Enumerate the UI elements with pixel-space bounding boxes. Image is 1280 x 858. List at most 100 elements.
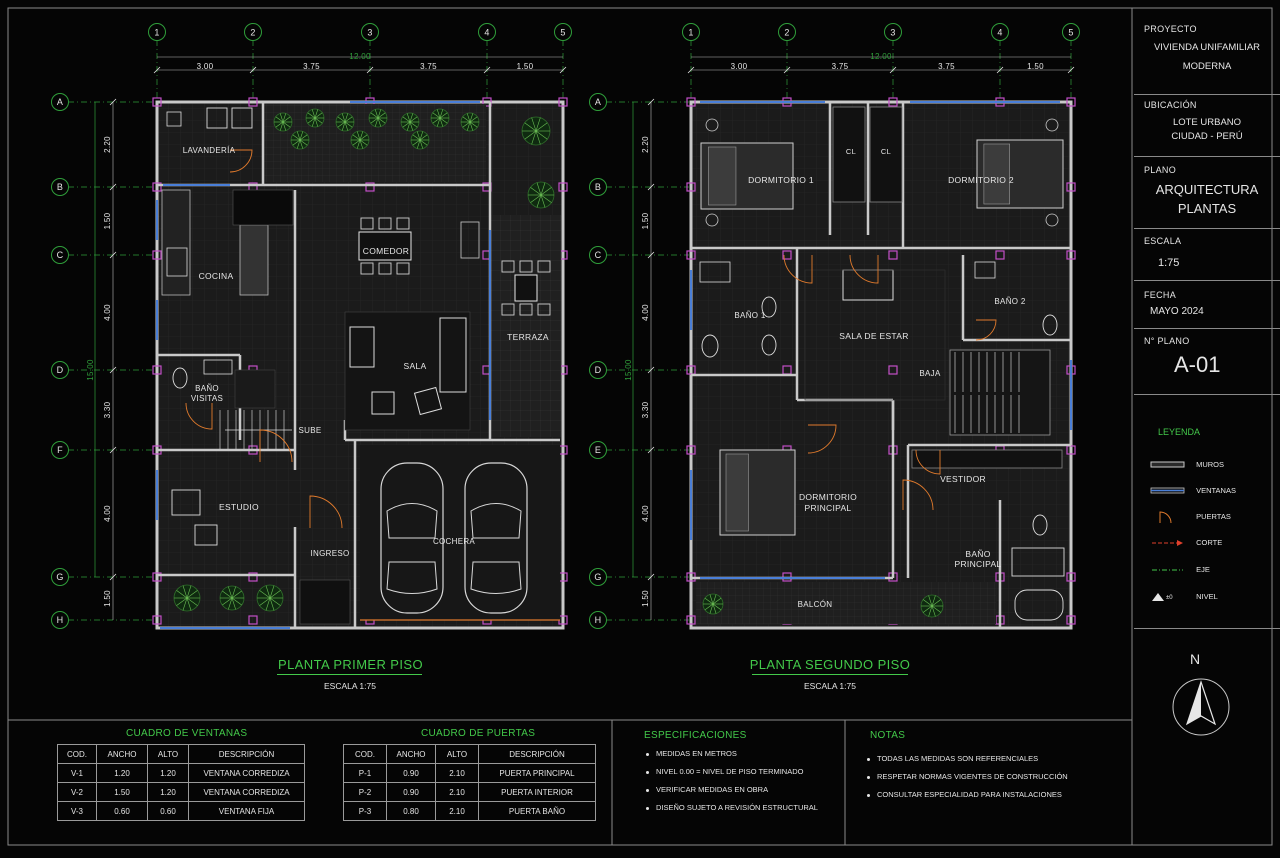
door-icon (309, 495, 343, 529)
tb-plano-label: PLANO (1144, 165, 1177, 175)
stove-icon (166, 247, 188, 277)
dim-total-height: 15.00 (86, 359, 95, 381)
room-label-cochera: COCHERA (433, 537, 475, 546)
tb-proyecto: PROYECTO VIVIENDA UNIFAMILIAR MODERNA (1134, 10, 1280, 95)
door-icon (915, 449, 941, 475)
dim-row-span: 4.00 (103, 505, 112, 522)
grid-column-label: 2 (250, 28, 255, 38)
grid-column-label: 4 (484, 28, 489, 38)
plant-icon (368, 108, 388, 128)
column (248, 572, 258, 582)
dim-tick (366, 66, 374, 74)
grid-bubble (884, 23, 902, 41)
plant-icon (430, 108, 450, 128)
column (365, 182, 375, 192)
kitchen-island (239, 224, 269, 296)
dim-total-height: 15.00 (624, 359, 633, 381)
grid-bubble (51, 178, 69, 196)
dim-tick (109, 366, 117, 374)
cell: 0.60 (96, 801, 148, 821)
room-label-bano-visitas-2: VISITAS (191, 394, 223, 403)
grid-column-label: 4 (997, 28, 1002, 38)
room-label-sube: SUBE (299, 426, 322, 435)
legend-muros: MUROS (1150, 460, 1224, 469)
dim-tick (647, 251, 655, 259)
list-item: RESPETAR NORMAS VIGENTES DE CONSTRUCCIÓN (867, 772, 1068, 781)
dim-tick (1067, 66, 1075, 74)
plant-icon (460, 112, 480, 132)
tb-fecha-value: MAYO 2024 (1150, 306, 1204, 317)
garage-floor (360, 445, 560, 620)
column (152, 365, 162, 375)
plant-icon (410, 130, 430, 150)
grid-bubble (51, 611, 69, 629)
list-item: TODAS LAS MEDIDAS SON REFERENCIALES (867, 754, 1068, 763)
cell: PUERTA BAÑO (478, 801, 596, 821)
column (995, 250, 1005, 260)
cell: 2.10 (435, 801, 479, 821)
grid-row-label: E (595, 445, 601, 455)
grid-bubble (589, 361, 607, 379)
legend-ventanas: VENTANAS (1150, 486, 1236, 495)
lamp-icon (1045, 118, 1059, 132)
car-icon (380, 462, 444, 614)
dim-tick (109, 251, 117, 259)
dim-tick (647, 366, 655, 374)
dim-col-span: 3.75 (832, 62, 849, 71)
room-label-cl-1: CL (846, 147, 856, 156)
room-label-estudio: ESTUDIO (219, 502, 259, 512)
toilet-icon (761, 334, 777, 356)
ventanas-col-header: DESCRIPCIÓN (188, 744, 305, 764)
armchair-icon (413, 386, 443, 416)
dim-tick (153, 66, 161, 74)
dim-tick (249, 66, 257, 74)
lamp-icon (705, 118, 719, 132)
puertas-col-header: ALTO (435, 744, 479, 764)
grid-bubble (51, 441, 69, 459)
room-label-comedor: COMEDOR (363, 246, 410, 256)
room-label-terraza: TERRAZA (507, 332, 549, 342)
ventanas-col-header: ALTO (147, 744, 189, 764)
armchair-icon (349, 326, 375, 368)
ventanas-title: CUADRO DE VENTANAS (126, 728, 248, 739)
cell: V-1 (57, 763, 97, 783)
dryer-icon (231, 107, 253, 129)
plant-icon (335, 112, 355, 132)
grid-row-label: D (595, 365, 602, 375)
dim-row-span: 3.30 (103, 401, 112, 418)
column (1066, 97, 1076, 107)
grid-column-label: 3 (890, 28, 895, 38)
lavatory-icon (974, 261, 996, 279)
dim-total-width: 12.00 (870, 52, 892, 61)
grid-bubble (244, 23, 262, 41)
column (686, 182, 696, 192)
plant-icon (173, 584, 201, 612)
grid-bubble (51, 361, 69, 379)
dim-col-span: 1.50 (1027, 62, 1044, 71)
cell: 2.10 (435, 763, 479, 783)
grid-row-label: F (57, 445, 63, 455)
lavatory-icon (701, 334, 719, 358)
dining-table-icon (358, 217, 412, 275)
plant-icon (256, 584, 284, 612)
leyenda-title: LEYENDA (1158, 427, 1201, 437)
door-icon (902, 479, 934, 511)
column (686, 615, 696, 625)
column (248, 97, 258, 107)
dim-tick (647, 98, 655, 106)
grid-row-label: B (57, 182, 63, 192)
bathtub-icon (1011, 547, 1065, 577)
cell: 1.20 (147, 763, 189, 783)
grid-column-label: 2 (784, 28, 789, 38)
cell: 0.90 (386, 763, 436, 783)
grid-column-label: 1 (688, 28, 693, 38)
